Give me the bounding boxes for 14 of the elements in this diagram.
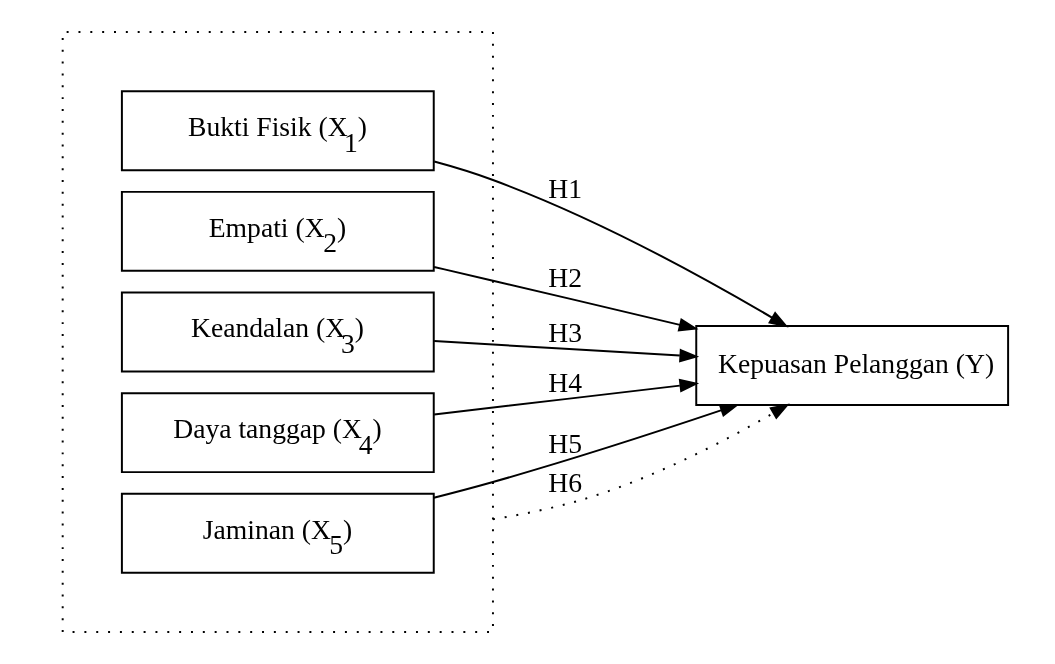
- arrow: [432, 403, 740, 499]
- edge-label: H1: [548, 173, 582, 205]
- edge-label: H6: [548, 467, 582, 499]
- edge-label: H5: [548, 427, 582, 459]
- arrow: [491, 403, 790, 521]
- edge-label: H4: [548, 366, 582, 398]
- arrow: [433, 160, 789, 328]
- arrow: [433, 378, 700, 416]
- edge-label: H3: [548, 317, 582, 349]
- arrow: [433, 340, 700, 363]
- node-box: Kepuasan Pelanggan (Y): [695, 325, 1010, 406]
- cluster: [61, 31, 494, 633]
- edge-label: H2: [548, 262, 582, 293]
- arrow: [433, 265, 699, 332]
